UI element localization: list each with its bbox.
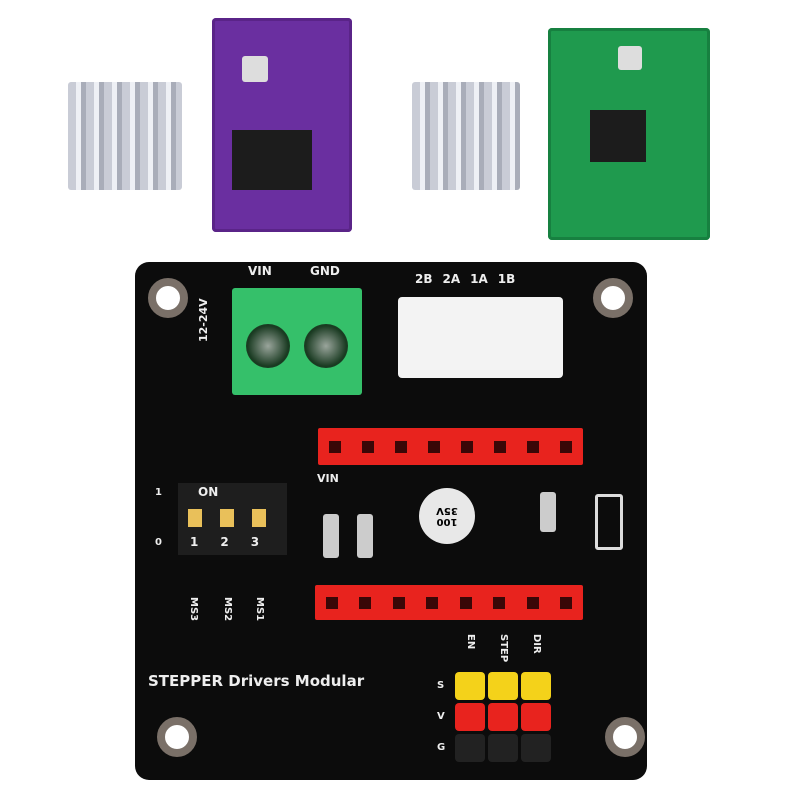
motor-label: 2A	[442, 272, 461, 286]
pin-header	[488, 734, 518, 762]
screw	[246, 324, 290, 368]
driver-chip	[232, 130, 312, 190]
dip-side-label: 1	[155, 487, 162, 498]
jumper-cap[interactable]	[455, 672, 485, 700]
jumper-cap[interactable]	[488, 672, 518, 700]
motor-labels: 2B 2A 1A 1B	[415, 272, 515, 286]
motor-connector	[398, 297, 563, 378]
dip-number: 2	[220, 535, 229, 549]
mount-hole	[157, 717, 197, 757]
dip-switch: ON 1 2 3	[178, 483, 287, 555]
jumper-cap[interactable]	[521, 672, 551, 700]
power-terminal-block	[232, 288, 362, 395]
mount-hole	[605, 717, 645, 757]
dip-toggle-3[interactable]	[252, 509, 266, 527]
screw	[304, 324, 348, 368]
driver-chip	[590, 110, 646, 162]
dip-number: 1	[190, 535, 199, 549]
green-driver-board	[548, 28, 710, 240]
signal-label: DIR	[531, 634, 542, 654]
pin-header-bottom	[315, 585, 583, 620]
signal-label: EN	[465, 634, 476, 650]
motor-label: 1A	[470, 272, 488, 286]
row-label: S	[437, 680, 445, 691]
potentiometer	[618, 46, 642, 70]
voltage-label: 12-24V	[197, 298, 210, 342]
jumper-cap[interactable]	[455, 703, 485, 731]
smd-component	[595, 494, 623, 550]
pin-header	[521, 734, 551, 762]
jumper-block	[455, 672, 551, 762]
dip-number: 3	[250, 535, 260, 549]
pin-header-top	[318, 428, 583, 465]
dip-toggle-2[interactable]	[220, 509, 234, 527]
jumper-cap[interactable]	[521, 703, 551, 731]
motor-label: 2B	[415, 272, 433, 286]
potentiometer	[242, 56, 268, 82]
ms-label: MS3	[188, 597, 199, 622]
heatsink-right	[412, 82, 520, 190]
signal-label: STEP	[498, 634, 509, 663]
row-label: V	[437, 711, 445, 722]
dip-side-label: 0	[155, 537, 162, 548]
heatsink-left	[68, 82, 182, 190]
jumper-cap[interactable]	[488, 703, 518, 731]
ms-label: MS2	[222, 597, 233, 622]
resistor	[540, 492, 556, 532]
capacitor: 100 35V	[419, 488, 475, 544]
board-title: STEPPER Drivers Modular	[148, 672, 365, 690]
dip-on-label: ON	[198, 485, 219, 499]
gnd-label: GND	[310, 264, 340, 278]
dip-numbers: 1 2 3	[190, 535, 259, 549]
vin-label: VIN	[248, 264, 272, 278]
dip-toggle-1[interactable]	[188, 509, 202, 527]
capacitor-label: 100 35V	[436, 505, 458, 527]
pin-header	[455, 734, 485, 762]
resistor	[357, 514, 373, 558]
ms-label: MS1	[254, 597, 265, 622]
row-label: G	[437, 742, 446, 753]
purple-driver-board	[212, 18, 352, 232]
dip-toggles	[188, 509, 266, 527]
stepper-driver-board: VIN GND 12-24V 2B 2A 1A 1B VIN ON 1 2	[135, 262, 647, 780]
resistor	[323, 514, 339, 558]
mount-hole	[593, 278, 633, 318]
motor-label: 1B	[497, 272, 516, 286]
vin-marker: VIN	[317, 472, 339, 485]
mount-hole	[148, 278, 188, 318]
